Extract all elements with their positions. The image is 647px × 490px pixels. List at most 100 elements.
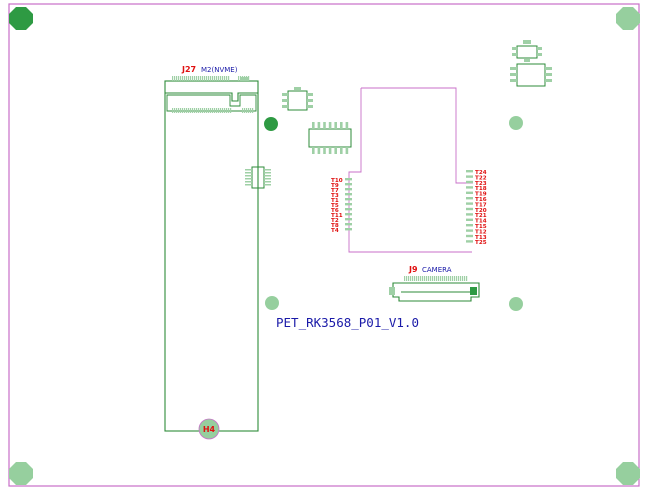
m2-pin [248,76,250,81]
m2-pin [188,108,190,113]
m2-side-pad [240,77,248,81]
m2-pin [176,108,178,113]
test-point-pad [466,197,473,200]
camera-pin [414,276,416,281]
ic-pin [545,73,552,76]
test-point-pad [466,240,473,243]
corner-mount-top-right [616,7,640,30]
m2-pin [218,108,220,113]
ic-pin [264,178,271,180]
test-point-pad [466,234,473,238]
ic-pin [245,184,252,186]
ic-pin [345,147,349,154]
m2-pin [194,76,196,81]
ic-pin [317,147,321,154]
m2-pin [218,76,220,81]
test-point-label: T12 [475,229,487,235]
m2-pin [186,108,188,113]
camera-pin [420,276,422,281]
m2-pin [226,76,228,81]
m2-key-notch [165,92,258,102]
m2-pin [248,108,250,113]
ic-pin [512,53,517,56]
h4-designator: H4 [203,425,216,434]
ic-pin [545,67,552,70]
corner-mount-bottom-left [9,462,33,485]
m2-pin [172,108,174,113]
ic-pin [264,169,271,171]
test-point-label: T17 [475,202,487,208]
ic-pin [264,172,271,174]
m2-pin [210,76,212,81]
m2-slot-outline [164,80,259,432]
m2-pin [180,76,182,81]
test-point-label: T14 [475,219,487,225]
test-point-label: T19 [475,192,487,198]
ic-pin [323,147,326,154]
ic-pin [345,122,349,129]
test-point-pad [345,223,352,226]
camera-pin [464,276,466,281]
m2-pin [202,108,204,113]
ic-side-body [251,166,265,189]
test-point-pad [466,170,473,173]
m2-pin [242,108,244,113]
board-title: PET_RK3568_P01_V1.0 [276,315,419,330]
mount-hole-h4 [198,418,220,440]
mount-pad-1 [509,116,523,130]
camera-pin [450,276,452,281]
camera-pins [404,276,468,281]
camera-pin [448,276,450,281]
ic-pin [537,53,542,56]
ic-pin [512,47,517,50]
test-point-pad [345,198,352,201]
test-point-label: T24 [475,170,487,176]
test-point-label: T15 [475,224,487,230]
m2-pin [220,76,222,81]
test-point-pad [345,203,352,206]
test-point-pad [345,183,352,186]
camera-designator: J9 [408,265,418,274]
camera-pin [442,276,444,281]
camera-anchor-right [470,287,477,295]
ic-pin [523,40,531,44]
mount-pad-3 [509,297,523,311]
ic-soic-body [308,128,352,148]
m2-pin [212,108,214,113]
m2-pin [246,108,248,113]
test-point-label: T16 [475,197,487,203]
test-point-pad [466,207,473,211]
test-point-pad [466,213,473,216]
m2-pins-bottom [172,108,254,113]
m2-pin [216,108,218,113]
test-point-label: T4 [331,228,339,234]
ic-pin [328,147,332,154]
m2-pin [222,76,224,81]
m2-pin [212,76,214,81]
test-points-right: T24T22T23T18T19T16T17T20T21T14T15T12T13T… [466,170,487,246]
m2-pin [230,108,232,113]
m2-pin [204,76,206,81]
m2-pin [172,76,174,81]
m2-pin [228,76,230,81]
camera-pin [434,276,436,281]
ic-pin [340,122,343,129]
m2-pin [210,108,212,113]
m2-pin [228,108,230,113]
ic-pin [264,181,271,183]
m2-pin [226,108,228,113]
ic-pin [510,79,517,82]
test-point-pad [345,213,352,216]
m2-pin [222,108,224,113]
camera-pin [430,276,432,281]
test-point-label: T22 [475,175,487,181]
test-point-label: T3 [331,193,339,199]
camera-pin [406,276,408,281]
test-point-pad [345,178,352,181]
ic-pin [510,67,517,70]
ic-pin [317,122,321,129]
camera-pin [412,276,414,281]
ic-small-top [282,87,313,111]
m2-pin [200,108,202,113]
